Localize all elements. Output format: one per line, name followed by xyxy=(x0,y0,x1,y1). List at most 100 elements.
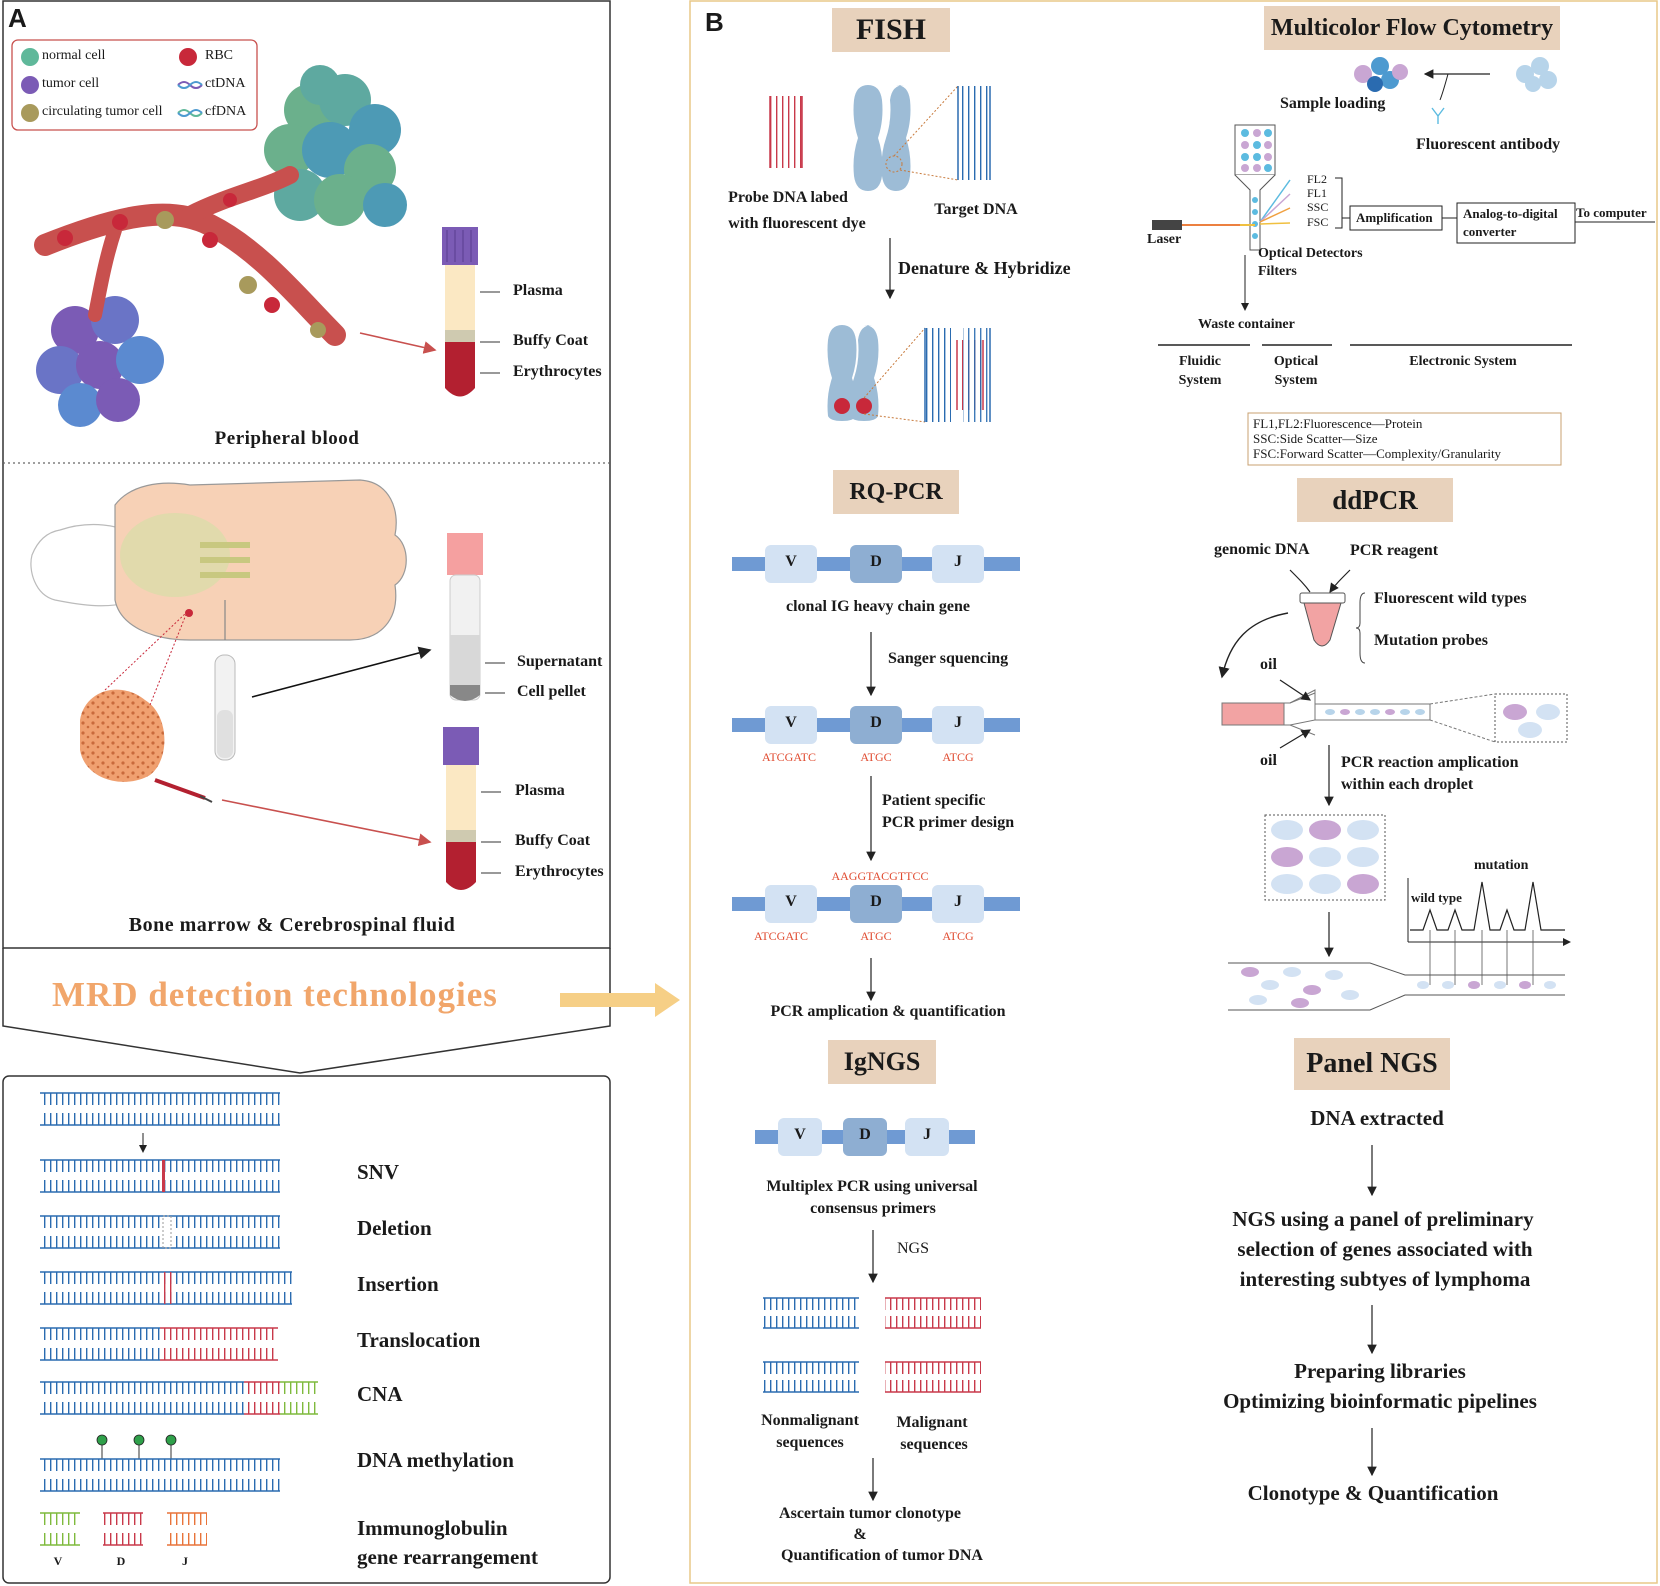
variant-translocation: Translocation xyxy=(357,1328,481,1352)
tube3-ery: Erythrocytes xyxy=(515,863,604,880)
flow-fluidic-1: Fluidic xyxy=(1178,354,1222,369)
legend-ctdna: ctDNA xyxy=(205,76,246,91)
flow-optical-2: System xyxy=(1274,373,1318,388)
rqpcr-d-1: D xyxy=(870,553,882,570)
blood-tube-3 xyxy=(443,727,501,890)
igngs-asc-1: Ascertain tumor clonotype xyxy=(779,1505,961,1522)
flow-detectors: Optical Detectors xyxy=(1258,246,1363,261)
tube3-buffy: Buffy Coat xyxy=(515,832,591,849)
igngs-mal-1: Malignant xyxy=(896,1414,968,1431)
variant-ig-1: Immunoglobulin xyxy=(357,1516,508,1540)
tube1-plasma: Plasma xyxy=(513,282,563,299)
igngs-graphics xyxy=(755,1118,981,1502)
flow-legend-3: FSC:Forward Scatter—Complexity/Granulari… xyxy=(1253,446,1502,461)
rqpcr-gene: clonal IG heavy chain gene xyxy=(785,598,971,615)
ig-v-label: V xyxy=(53,1554,63,1568)
tube2-pellet: Cell pellet xyxy=(517,683,586,700)
igngs-v: V xyxy=(794,1126,806,1143)
panelngs-ngs-2: selection of genes associated with xyxy=(1237,1237,1533,1261)
panel-a-frame xyxy=(2,0,611,1584)
flow-laser: Laser xyxy=(1147,232,1182,247)
panelngs-header: Panel NGS xyxy=(1294,1038,1450,1090)
panelngs-extracted: DNA extracted xyxy=(1310,1106,1444,1130)
ddpcr-reagent: PCR reagent xyxy=(1350,542,1439,559)
ddpcr-wild: Fluorescent wild types xyxy=(1374,590,1527,607)
igngs-multiplex-2: consensus primers xyxy=(810,1200,936,1217)
igngs-d: D xyxy=(859,1126,871,1143)
flow-fl2: FL2 xyxy=(1307,172,1328,186)
panelngs-ngs-1: NGS using a panel of preliminary xyxy=(1232,1207,1534,1231)
rqpcr-d-3: D xyxy=(870,893,882,910)
patient-body xyxy=(30,479,407,641)
rqpcr-seq-j-1: ATCG xyxy=(942,750,974,764)
ig-j-label: J xyxy=(182,1554,188,1568)
rqpcr-seq-v-1: ATCGATC xyxy=(761,750,817,764)
rqpcr-seq-v-2: ATCGATC xyxy=(753,929,809,943)
flow-legend-2: SSC:Side Scatter—Size xyxy=(1253,431,1378,446)
rqpcr-d-2: D xyxy=(870,714,882,731)
ig-d-label: D xyxy=(116,1554,126,1568)
tumor-cluster-left xyxy=(36,296,164,427)
igngs-multiplex-1: Multiplex PCR using universal xyxy=(766,1178,978,1195)
variant-cna: CNA xyxy=(357,1382,403,1406)
flow-waste: Waste container xyxy=(1198,317,1295,332)
flow-filters: Filters xyxy=(1258,264,1297,279)
arrow-to-tube1 xyxy=(359,332,437,354)
ddpcr-header: ddPCR xyxy=(1297,478,1453,522)
ddpcr-reaction-2: within each droplet xyxy=(1341,776,1474,793)
ddpcr-genomic: genomic DNA xyxy=(1214,541,1310,558)
rqpcr-primer-2: PCR primer design xyxy=(882,814,1015,831)
ddpcr-graphics xyxy=(1218,569,1571,1011)
rqpcr-v-2: V xyxy=(785,714,797,731)
rqpcr-final: PCR amplication & quantification xyxy=(770,1003,1006,1020)
flow-amplification: Amplification xyxy=(1356,210,1433,225)
igngs-asc-3: Quantification of tumor DNA xyxy=(781,1547,983,1564)
flow-adc-2: converter xyxy=(1463,224,1517,239)
rqpcr-graphics xyxy=(732,545,1020,1002)
tumor-cluster-right xyxy=(264,65,407,227)
legend-cfdna: cfDNA xyxy=(205,104,247,119)
arrow-to-tube3 xyxy=(221,799,432,847)
flow-electronic: Electronic System xyxy=(1409,354,1517,369)
mrd-title: MRD detection technologies xyxy=(52,975,498,1014)
ddpcr-mutation-probes: Mutation probes xyxy=(1374,632,1488,649)
tube1-buffy: Buffy Coat xyxy=(513,332,589,349)
bm-csf-label: Bone marrow & Cerebrospinal fluid xyxy=(128,914,456,936)
panelngs-prep-1: Preparing libraries xyxy=(1294,1359,1466,1383)
blood-tube-1 xyxy=(442,227,500,397)
igngs-mal-2: sequences xyxy=(900,1436,968,1453)
flow-ssc: SSC xyxy=(1307,200,1329,214)
csf-tube-2 xyxy=(447,533,505,701)
panel-b-frame xyxy=(689,0,1658,1584)
ddpcr-reaction-1: PCR reaction amplication xyxy=(1341,754,1519,771)
variant-ig-2: gene rearrangement xyxy=(357,1545,538,1569)
panel-a-letter: A xyxy=(8,3,27,33)
flow-fluidic-2: System xyxy=(1178,373,1222,388)
flow-legend-1: FL1,FL2:Fluorescence—Protein xyxy=(1253,416,1423,431)
rqpcr-seq-d-2: ATGC xyxy=(860,929,892,943)
flow-optical-1: Optical xyxy=(1273,354,1319,369)
peripheral-blood-label: Peripheral blood xyxy=(214,428,360,449)
rqpcr-primer-seq: AAGGTACGTTCC xyxy=(831,869,929,883)
flow-fl1: FL1 xyxy=(1307,186,1328,200)
igngs-ngs: NGS xyxy=(897,1240,930,1257)
tube1-ery: Erythrocytes xyxy=(513,363,602,380)
variant-snv: SNV xyxy=(357,1160,400,1184)
flow-graphics xyxy=(1152,57,1655,466)
panel-b-letter: B xyxy=(705,7,724,37)
rqpcr-v-1: V xyxy=(785,553,797,570)
igngs-asc-2: & xyxy=(853,1526,867,1543)
variant-insertion: Insertion xyxy=(357,1272,439,1296)
legend-normal-cell: normal cell xyxy=(42,48,106,63)
rqpcr-header: RQ-PCR xyxy=(833,470,959,514)
csf-vial xyxy=(214,600,236,761)
arrow-to-tube2 xyxy=(251,646,432,698)
flow-adc-1: Analog-to-digital xyxy=(1463,206,1558,221)
rqpcr-seq-j-2: ATCG xyxy=(942,929,974,943)
rqpcr-sanger: Sanger squencing xyxy=(888,650,1009,667)
tube2-supernatant: Supernatant xyxy=(517,653,603,670)
flow-sample: Sample loading xyxy=(1280,95,1386,112)
panelngs-ngs-3: interesting subtyes of lymphoma xyxy=(1239,1267,1531,1291)
cell-legend xyxy=(11,39,258,131)
